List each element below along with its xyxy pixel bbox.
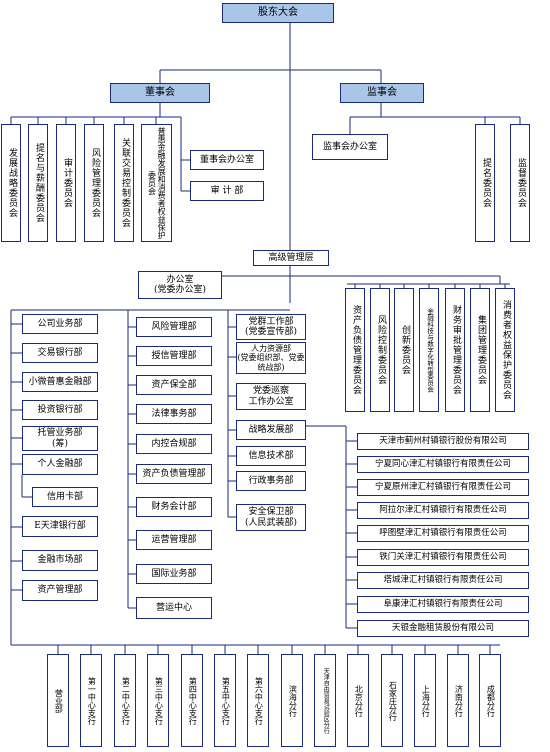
dept-box: 人力资源部 (党委组织部、党委统战部) — [236, 342, 306, 374]
dept-box: 财务会计部 — [136, 497, 212, 517]
branch: 成都分行 — [479, 654, 501, 747]
dept-box: 托管业务部 (筹) — [22, 426, 98, 451]
subsidiary: 铁门关津汇村镇银行有限责任公司 — [357, 549, 529, 566]
general-office: 办公室 (党委办公室) — [138, 271, 222, 299]
subsidiary: 阿拉尔津汇村镇银行有限责任公司 — [357, 502, 529, 519]
subsidiary: 宁夏同心津汇村镇银行有限责任公司 — [357, 456, 529, 473]
board-committee: 关联交易控制委员会 — [114, 124, 134, 242]
mgmt-committee: 风险控制委员会 — [370, 288, 390, 412]
dept-box: 党群工作部 (党委宣传部) — [236, 314, 306, 340]
dept-box: 信息技术部 — [236, 446, 306, 466]
subsidiary: 天银金融租赁股份有限公司 — [357, 620, 529, 637]
dept-box: 资产保全部 — [136, 375, 212, 395]
dept-box: 投资银行部 — [22, 400, 98, 420]
subsidiary: 塔城津汇村镇银行有限责任公司 — [357, 572, 529, 589]
mgmt-committee: 金融科技与数字化转型委员会 — [419, 288, 439, 412]
dept-box: 风险管理部 — [136, 317, 212, 337]
supervisory-committee: 监督委员会 — [510, 124, 530, 242]
branch: 第四中心支行 — [181, 654, 203, 747]
board-committee: 提名与薪酬委员会 — [28, 124, 48, 242]
board-committee: 风险管理委员会 — [84, 124, 104, 242]
mgmt-committee: 集团管理委员会 — [470, 288, 490, 412]
dept-box: 运营管理部 — [136, 530, 212, 550]
supervisory-committee: 提名委员会 — [475, 124, 495, 242]
board-committee-inclusive-finance: 普惠金融发展和消费者权益保护委员会 — [141, 124, 172, 242]
dept-box: 内控合规部 — [136, 434, 212, 454]
supervisory-office: 监事会办公室 — [312, 134, 388, 160]
operation-center: 营运中心 — [136, 597, 212, 619]
dept-box-credit-card: 信用卡部 — [32, 487, 98, 507]
subsidiary: 阜康津汇村镇银行有限责任公司 — [357, 596, 529, 613]
branch: 第六中心支行 — [247, 654, 269, 747]
dept-box: 资产负债管理部 — [136, 464, 212, 484]
dept-box: 金融市场部 — [22, 550, 98, 571]
mgmt-committee: 消费者权益保护委员会 — [495, 288, 515, 412]
dept-box: 资产管理部 — [22, 580, 98, 601]
branch: 第二中心支行 — [114, 654, 136, 747]
board-of-supervisors: 监事会 — [340, 83, 424, 103]
branch: 第一中心支行 — [80, 654, 102, 747]
dept-box: 个人金融部 — [22, 454, 98, 475]
senior-management: 高级管理层 — [253, 250, 329, 266]
dept-box: 国际业务部 — [136, 564, 212, 584]
mgmt-committee: 资产负债管理委员会 — [345, 288, 365, 412]
dept-box: 党委巡察 工作办公室 — [236, 383, 306, 410]
dept-box: 战略发展部 — [236, 420, 306, 440]
mgmt-committee: 财务审批管理委员会 — [445, 288, 465, 412]
board-committee: 审计委员会 — [56, 124, 76, 242]
branch: 第五中心支行 — [214, 654, 236, 747]
dept-box: 小微普惠金融部 — [22, 372, 98, 392]
dept-box: 行政事务部 — [236, 471, 306, 491]
branch: 天津自由贸易试验区分行 — [314, 654, 336, 747]
dept-box: 安全保卫部 (人民武装部) — [236, 504, 306, 531]
subsidiary: 天津市蓟州村镇银行股份有限公司 — [357, 433, 529, 450]
shareholders-meeting: 股东大会 — [222, 3, 334, 23]
branch: 营业部 — [47, 654, 69, 747]
dept-box: E天津银行部 — [22, 516, 98, 537]
board-office: 董事会办公室 — [190, 150, 264, 170]
branch: 第三中心支行 — [147, 654, 169, 747]
dept-box: 公司业务部 — [22, 314, 98, 334]
board-committee: 发展战略委员会 — [1, 124, 21, 242]
branch: 上海分行 — [414, 654, 436, 747]
board-of-directors: 董事会 — [110, 83, 210, 103]
dept-box: 授信管理部 — [136, 346, 212, 366]
branch: 石家庄分行 — [381, 654, 403, 747]
branch: 北京分行 — [347, 654, 369, 747]
dept-box: 法律事务部 — [136, 404, 212, 424]
dept-box: 交易银行部 — [22, 343, 98, 363]
board-audit-dept: 审 计 部 — [190, 181, 264, 201]
subsidiary: 呼图壁津汇村镇银行有限责任公司 — [357, 525, 529, 542]
branch: 济南分行 — [447, 654, 469, 747]
branch: 滨海分行 — [281, 654, 303, 747]
subsidiary: 宁夏原州津汇村镇银行有限责任公司 — [357, 479, 529, 496]
mgmt-committee: 创新委员会 — [394, 288, 414, 412]
